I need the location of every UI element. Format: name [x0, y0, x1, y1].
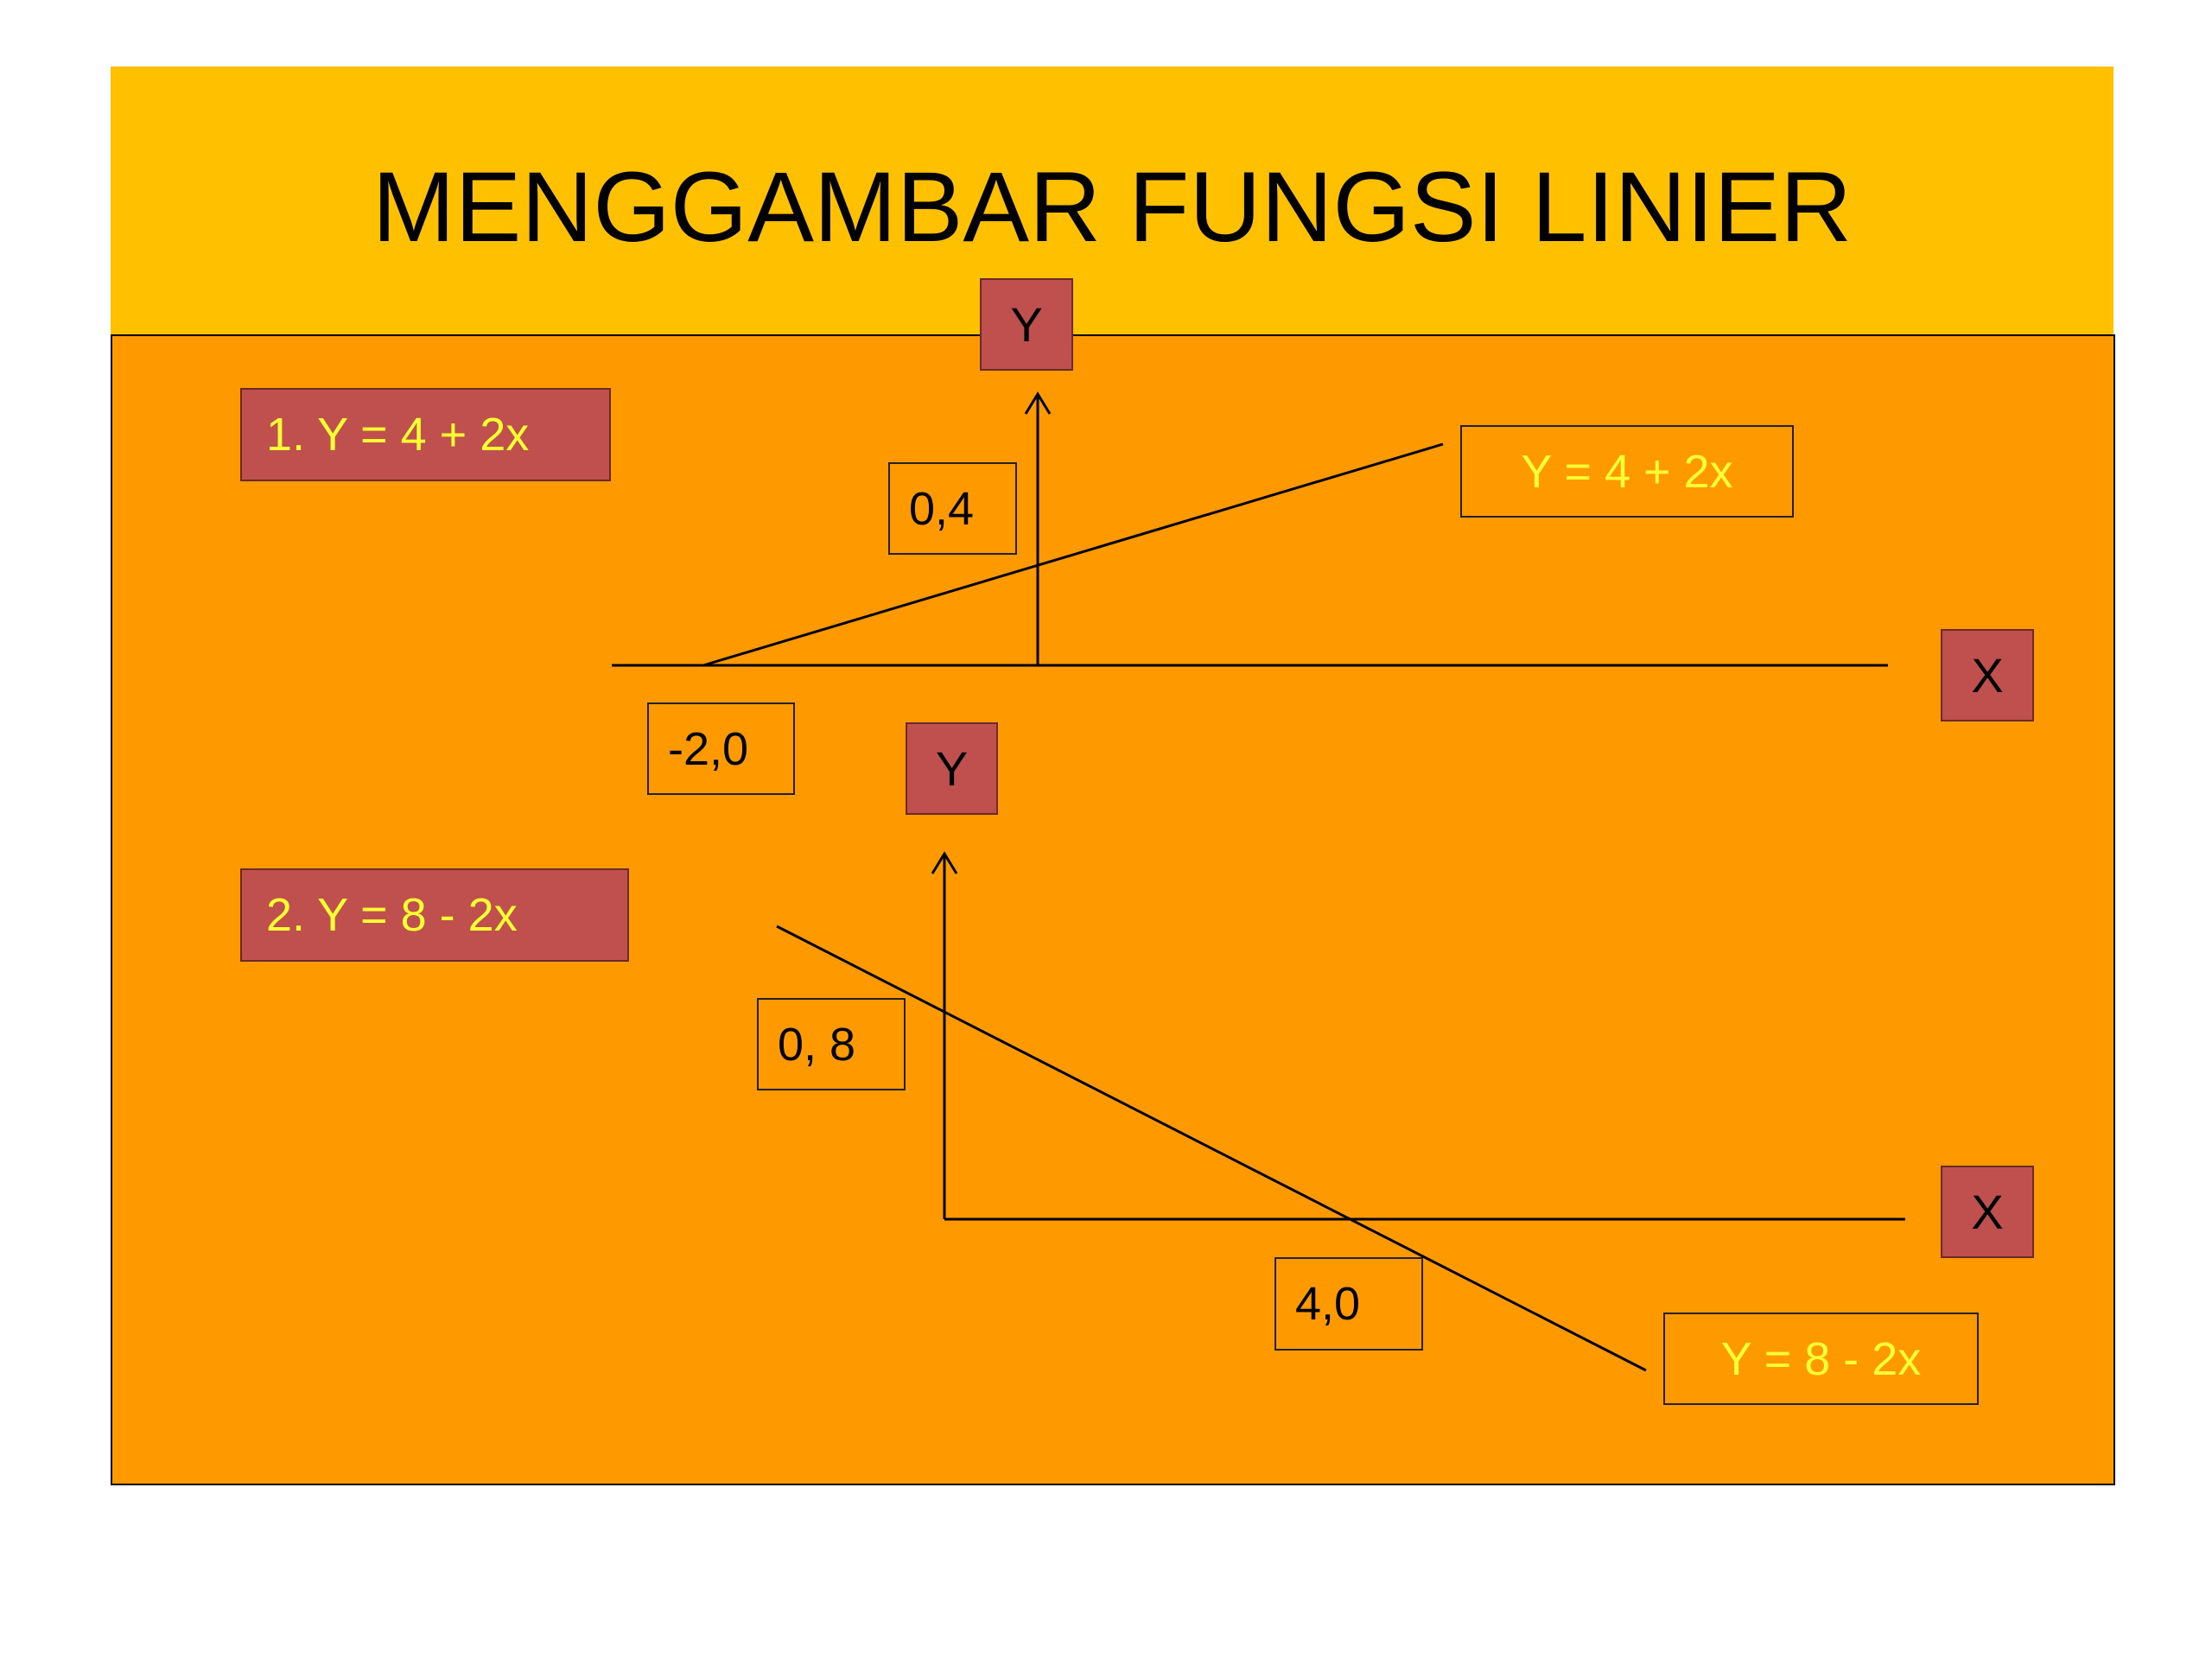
graph1-y-axis-label: Y: [980, 278, 1073, 371]
graph2-x-axis-label: X: [1941, 1166, 2034, 1258]
graph2-x-intercept-label: 4,0: [1274, 1257, 1423, 1351]
graph1-y-intercept-label: 0,4: [888, 462, 1017, 555]
graph2-y-intercept-label: 0, 8: [757, 998, 906, 1090]
graph1-equation-box: 1. Y = 4 + 2x: [240, 388, 611, 481]
graph2-y-arrowhead: [931, 851, 958, 874]
graph2-y-axis-label: Y: [906, 722, 998, 815]
graph1-x-intercept-label: -2,0: [647, 702, 795, 795]
graph1-x-axis-label: X: [1941, 629, 2034, 721]
graph1-line-label: Y = 4 + 2x: [1460, 425, 1794, 518]
graph2-line-label: Y = 8 - 2x: [1663, 1313, 1979, 1405]
graph2-function-line: [776, 925, 1647, 1372]
title-bar: [111, 67, 2113, 334]
graph1-function-line: [702, 442, 1444, 667]
slide-title: MENGGAMBAR FUNGSI LINIER: [372, 152, 1853, 263]
graph1-y-arrowhead: [1024, 391, 1052, 415]
graph2-equation-box: 2. Y = 8 - 2x: [240, 868, 629, 962]
